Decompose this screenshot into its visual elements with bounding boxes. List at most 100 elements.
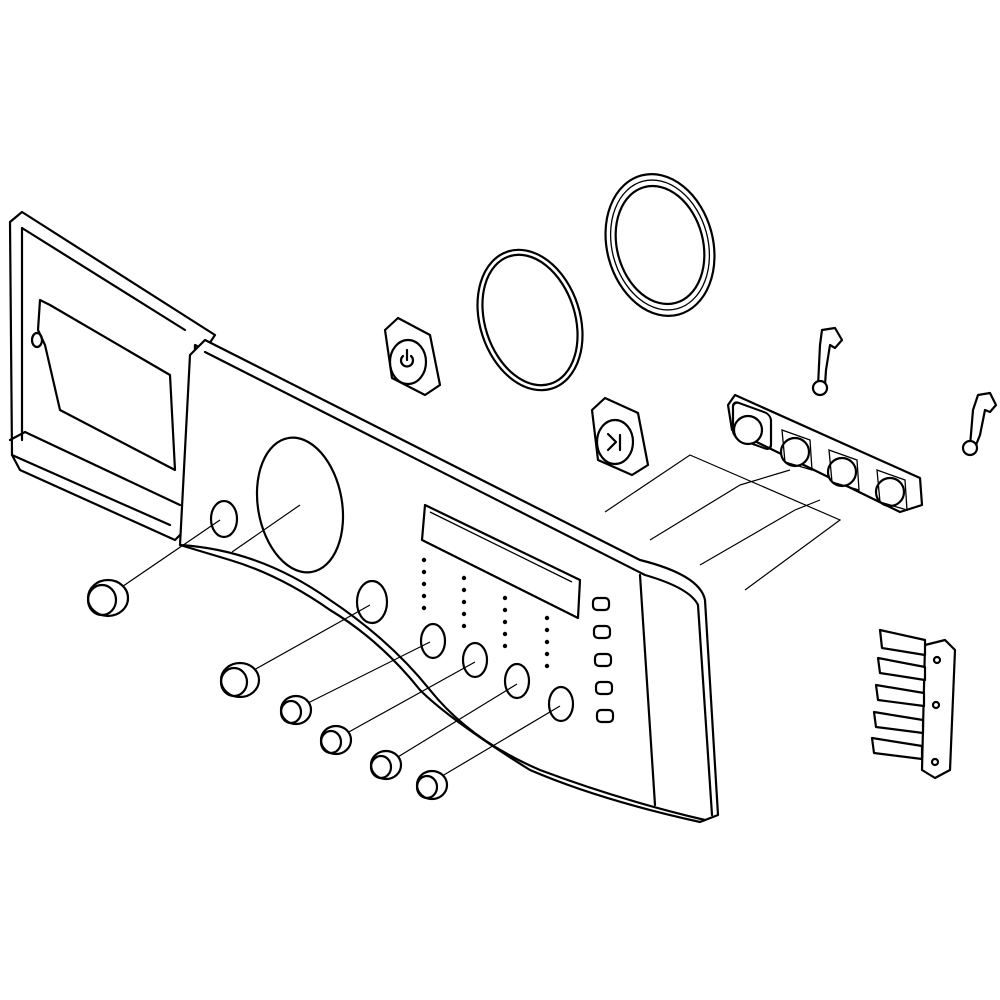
line-segment [502, 607, 508, 613]
knob-cap [319, 724, 353, 756]
line-segment [461, 641, 489, 679]
play-pause-icon [606, 432, 622, 452]
panel-buttons [591, 596, 615, 724]
line-segment [544, 639, 550, 645]
line-segment [461, 611, 467, 617]
knob-cap [369, 749, 403, 781]
line-segment [369, 754, 393, 780]
line-segment [872, 710, 925, 735]
line-segment [502, 631, 508, 637]
line-segment [421, 593, 427, 599]
line-segment [178, 543, 707, 822]
line-segment [876, 656, 927, 682]
line-segment [429, 511, 573, 583]
line-segment [781, 429, 813, 471]
line-segment [732, 414, 764, 446]
line-segment [244, 604, 371, 676]
line-segment [419, 622, 447, 660]
line-segment [421, 581, 427, 587]
line-segment [874, 683, 926, 708]
line-segment [503, 662, 531, 700]
line-segment [614, 184, 706, 306]
connector-pins [870, 628, 927, 761]
strip-button [874, 469, 908, 511]
line-segment [604, 173, 716, 317]
leader-lines [109, 454, 842, 783]
knob-cap [415, 769, 449, 801]
program-dial-window [255, 436, 345, 574]
line-segment [544, 663, 550, 669]
line-segment [219, 666, 249, 698]
line-segment [544, 651, 550, 657]
line-segment [502, 619, 508, 625]
knob-cap [279, 694, 313, 726]
line-segment [826, 456, 858, 488]
line-segment [878, 628, 927, 657]
line-segment [930, 757, 940, 767]
line-segment [968, 391, 998, 448]
line-segment [779, 436, 811, 468]
line-segment [279, 699, 303, 725]
line-segment [355, 579, 389, 625]
line-segment [502, 595, 508, 601]
line-segment [461, 623, 467, 629]
line-segment [337, 661, 476, 739]
line-segment [421, 605, 427, 611]
line-segment [476, 248, 584, 392]
line-segment [415, 774, 439, 800]
line-segment [595, 708, 615, 724]
line-segment [593, 652, 613, 668]
line-segment [421, 569, 427, 575]
button-strip [726, 393, 924, 514]
line-segment [638, 573, 657, 807]
strip-button [779, 429, 813, 471]
knob-cap [86, 578, 130, 618]
line-segment [421, 557, 427, 563]
line-segment [319, 729, 343, 755]
line-segment [874, 476, 906, 508]
line-segment [609, 179, 711, 311]
line-segment [209, 499, 239, 539]
line-segment [109, 504, 301, 596]
line-segment [387, 683, 518, 764]
line-segment [203, 350, 714, 817]
line-segment [604, 454, 842, 591]
line-segment [591, 596, 611, 612]
knob-caps [86, 578, 449, 801]
line-segment [431, 705, 561, 783]
knob-holes [209, 499, 575, 723]
line-segment [219, 661, 261, 699]
dial-ring-outer [604, 173, 716, 317]
line-segment [594, 680, 614, 696]
line-segment [461, 575, 467, 581]
line-segment [828, 449, 860, 491]
control-panel-fascia [178, 338, 720, 824]
line-segment [8, 430, 182, 527]
power-icon [399, 348, 415, 368]
line-segment [870, 736, 924, 761]
line-segment [816, 326, 844, 388]
strip-button [826, 449, 860, 491]
line-segment [481, 253, 579, 387]
line-segment [931, 700, 941, 710]
line-segment [726, 393, 924, 514]
line-segment [461, 587, 467, 593]
line-segment [297, 641, 431, 709]
line-segment [461, 599, 467, 605]
dial-ring-inner [476, 248, 584, 392]
start-pause-button [590, 396, 650, 477]
line-segment [961, 439, 979, 457]
line-segment [811, 379, 829, 397]
line-segment [20, 226, 187, 442]
line-segment [932, 655, 942, 665]
line-segment [502, 643, 508, 649]
strip-button [731, 401, 773, 450]
line-segment [920, 638, 957, 780]
line-segment [86, 583, 118, 617]
line-segment [388, 338, 428, 386]
line-segment [592, 624, 612, 640]
drawer-latch-icon [30, 331, 44, 349]
line-segment [544, 615, 550, 621]
lever-left [811, 326, 844, 397]
